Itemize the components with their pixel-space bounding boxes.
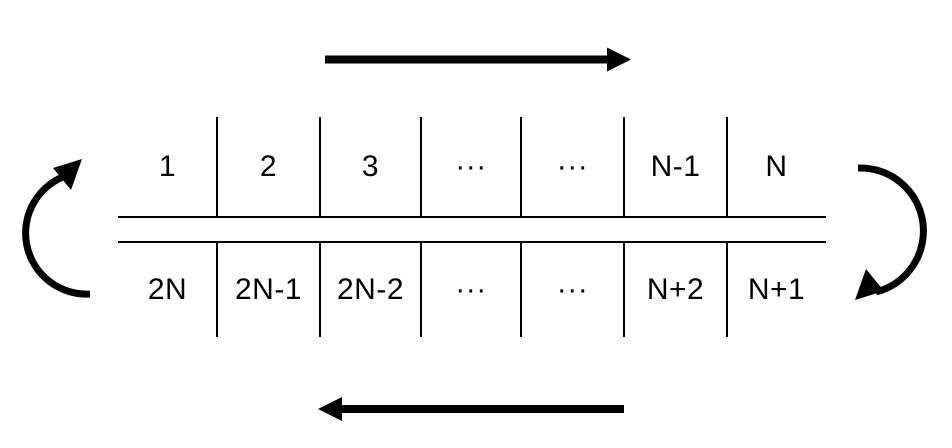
bottom-row-cell-n-plus-1: N+1 <box>747 272 806 306</box>
top-row-cell-n-minus-1: N-1 <box>650 150 701 183</box>
bottom-row-cell-n-plus-2: N+2 <box>646 272 705 306</box>
top-row-cell-ellipsis-2: ··· <box>556 150 589 183</box>
bottom-row-cell-2n: 2N <box>147 272 188 306</box>
bottom-row-cell-2n-minus-2: 2N-2 <box>336 272 405 306</box>
top-row-cell-3: 3 <box>361 150 380 183</box>
bottom-row-cell-ellipsis-2: ··· <box>556 272 589 306</box>
bottom-row-cell-2n-minus-1: 2N-1 <box>234 272 303 306</box>
top-row-cell-n: N <box>765 150 788 183</box>
top-row-cell-1: 1 <box>158 150 177 183</box>
top-row-cell-ellipsis-1: ··· <box>455 150 487 183</box>
bottom-row-cell-ellipsis-1: ··· <box>455 272 487 306</box>
wrap-around-left-arrow-icon <box>22 159 91 298</box>
wrap-around-right-arrow-icon <box>855 164 927 300</box>
forward-arrow-icon <box>325 47 631 72</box>
top-row-cell-2: 2 <box>259 150 278 183</box>
backward-arrow-icon <box>318 397 624 421</box>
